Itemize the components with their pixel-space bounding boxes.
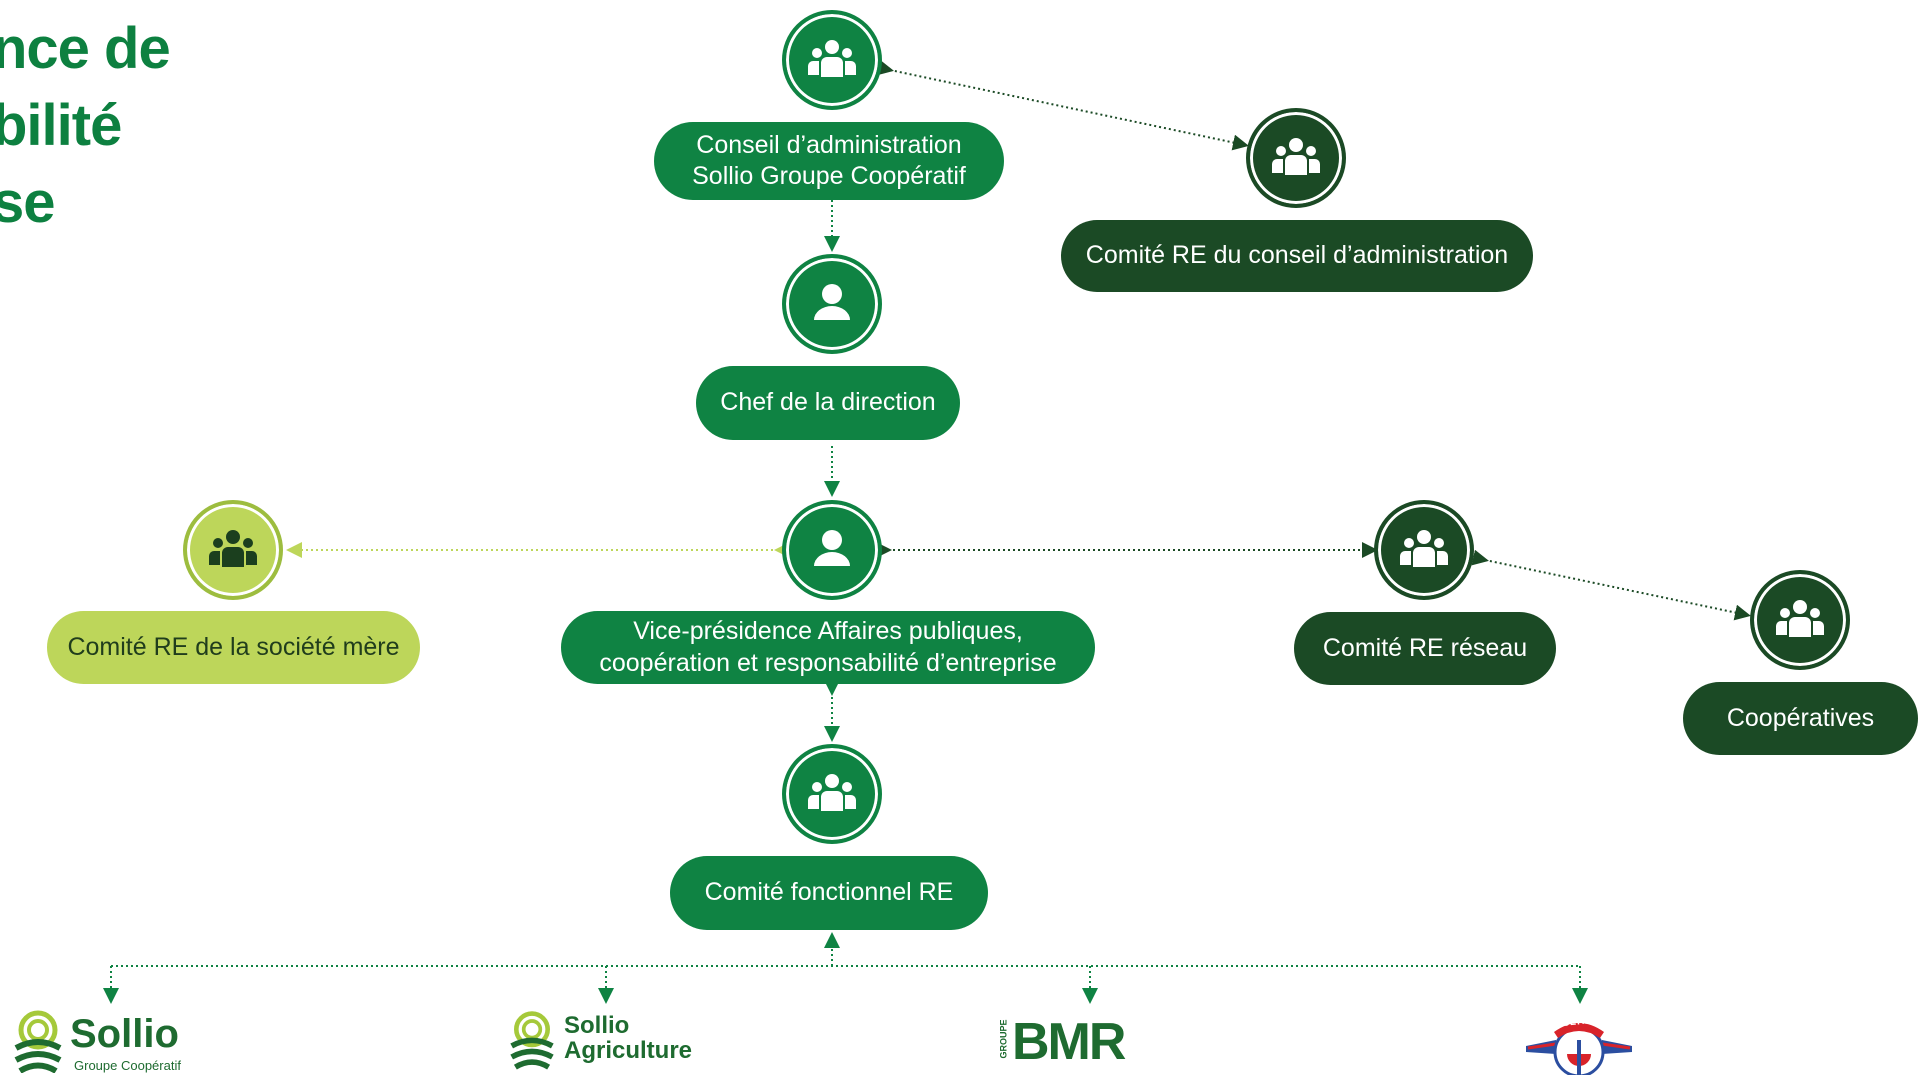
comite-conseil-group-icon <box>1246 108 1346 208</box>
reseau-group-icon <box>1374 500 1474 600</box>
bmr-logo-name: BMR <box>1012 1013 1126 1071</box>
conseil-group-icon <box>782 10 882 110</box>
sollio-agriculture-logo: Sollio Agriculture <box>508 1008 708 1073</box>
bmr-logo: GROUPE BMR <box>998 1013 1178 1071</box>
sollio-mark-icon <box>14 1010 62 1073</box>
sollio-logo: Sollio Groupe Coopératif <box>12 1008 212 1073</box>
group-icon <box>209 530 257 567</box>
chef-pill: Chef de la direction <box>696 366 960 440</box>
vp-pill: Vice-présidence Affaires publiques, coop… <box>561 611 1095 684</box>
societe-mere-group-icon <box>183 500 283 600</box>
sollio-logo-name: Sollio <box>70 1012 179 1056</box>
title-line-3: se <box>0 170 56 235</box>
vp-line-2: coopération et responsabilité d’entrepri… <box>599 648 1057 677</box>
sollio-agriculture-logo-line2: Agriculture <box>564 1037 693 1064</box>
bmr-logo-prefix: GROUPE <box>998 1019 1009 1059</box>
connector-conseil-comite <box>876 59 1249 151</box>
person-icon <box>814 530 850 566</box>
societe-mere-pill: Comité RE de la société mère <box>47 611 420 684</box>
group-icon <box>1400 530 1448 567</box>
chef-person-icon <box>782 254 882 354</box>
olymel-logo: OLYMEL <box>1526 1012 1632 1078</box>
reseau-pill: Comité RE réseau <box>1294 612 1556 685</box>
vp-line-1: Vice-présidence Affaires publiques, <box>633 617 1023 646</box>
conseil-pill: Conseil d’administration Sollio Groupe C… <box>654 122 1004 200</box>
conseil-line-1: Conseil d’administration <box>696 130 962 159</box>
group-icon <box>1776 600 1824 637</box>
title-line-1: nce de <box>0 16 171 81</box>
title-line-2: bilité <box>0 93 122 158</box>
cooperatives-group-icon <box>1750 570 1850 670</box>
group-icon <box>1272 138 1320 175</box>
sollio-agriculture-logo-line1: Sollio <box>564 1012 630 1039</box>
fonctionnel-pill: Comité fonctionnel RE <box>670 856 988 930</box>
comite-conseil-pill: Comité RE du conseil d’administration <box>1061 220 1533 292</box>
conseil-line-2: Sollio Groupe Coopératif <box>692 162 966 190</box>
sollio-logo-sub: Groupe Coopératif <box>74 1058 181 1073</box>
sollio-agriculture-mark-icon <box>510 1011 554 1070</box>
group-icon <box>808 40 856 77</box>
cooperatives-pill: Coopératives <box>1683 682 1918 755</box>
group-icon <box>808 774 856 811</box>
connector-reseau-cooperatives <box>1471 549 1751 621</box>
person-icon <box>814 284 850 320</box>
vp-person-icon <box>782 500 882 600</box>
fonctionnel-group-icon <box>782 744 882 844</box>
olymel-emblem-icon <box>1526 1023 1632 1078</box>
